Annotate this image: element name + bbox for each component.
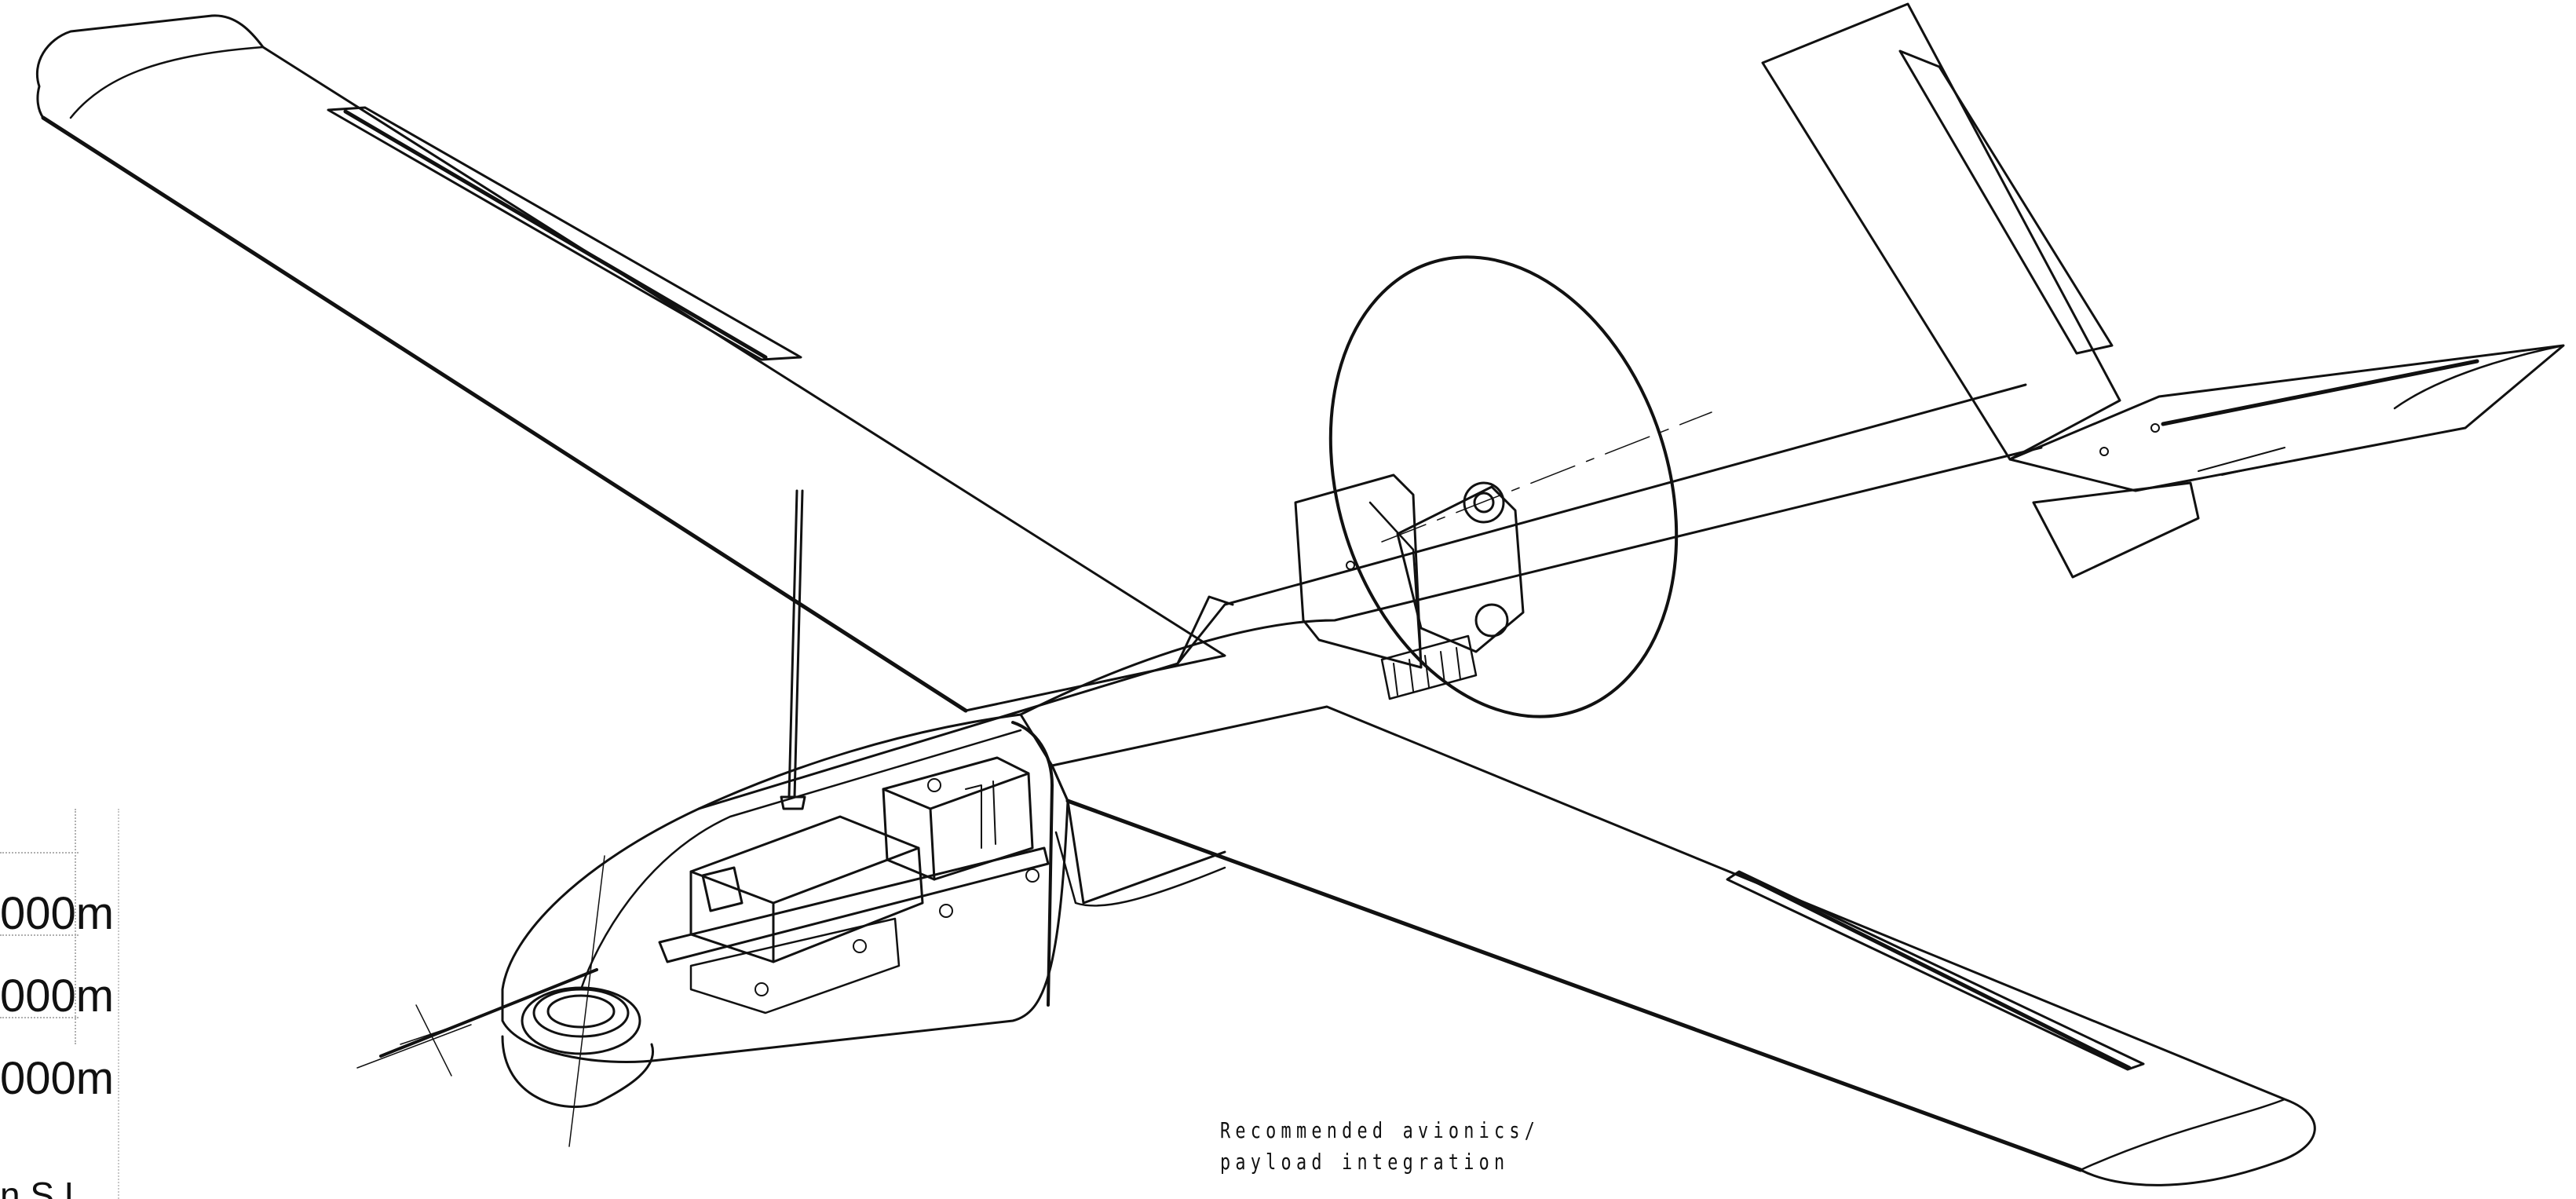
left-wing-leading-edge	[41, 115, 968, 713]
gimbal-ring-inner	[546, 994, 616, 1029]
tail-boom-ridge	[1176, 595, 1234, 665]
elevator-surface	[2161, 359, 2479, 426]
tail-assembly	[1761, 2, 2565, 579]
gimbal-dome	[501, 1035, 654, 1109]
right-aileron	[1726, 870, 2145, 1071]
altitude-footer: n S.L.	[0, 1175, 95, 1199]
pusher-engine	[1294, 473, 1525, 700]
payload-bay-cutout	[1054, 831, 1226, 907]
avionics-box-3	[689, 917, 901, 1014]
tail-boom-upper	[697, 383, 2027, 810]
nose-gimbal-camera	[356, 855, 654, 1147]
left-wingtip-line	[69, 46, 265, 119]
caption-line-2: payload integration	[1220, 1149, 1510, 1175]
nose-outline	[501, 713, 1069, 1064]
left-wing-outline	[35, 14, 1226, 712]
horizontal-stabilizer	[2008, 344, 2565, 492]
altitude-row-3: 000m	[0, 1053, 115, 1104]
gimbal-axis-line	[568, 855, 605, 1147]
propeller-disc	[1328, 255, 1679, 718]
gimbal-ring-outer	[532, 988, 630, 1038]
antenna	[780, 489, 806, 810]
right-wing-root-fairing	[1066, 799, 1226, 905]
avionics-caption: Recommended avionics/ payload integratio…	[1220, 1115, 1540, 1178]
avionics-boxes	[658, 756, 1050, 1014]
altitude-row-2: 000m	[0, 971, 115, 1022]
ventral-fin	[2032, 481, 2200, 579]
avionics-tray	[658, 846, 1050, 963]
bulkhead-frame	[1011, 721, 1054, 1007]
altitude-legend: 000m 000m 000m n S.L.	[0, 809, 119, 1199]
propeller-axis	[1381, 411, 1712, 543]
right-wing-leading-edge	[1065, 799, 2083, 1172]
right-wing	[1050, 705, 2316, 1186]
rudder-surface	[1898, 49, 2114, 355]
left-aileron	[327, 106, 802, 361]
tail-boom-lower	[1019, 446, 2043, 716]
connector-block	[701, 866, 744, 912]
legend-guide-line	[75, 809, 76, 1044]
altitude-row-1: 000m	[0, 888, 115, 939]
caption-line-1: Recommended avionics/	[1220, 1117, 1540, 1143]
avionics-box-2	[882, 756, 1034, 881]
right-wingtip-line	[2079, 1098, 2286, 1172]
legend-guide-line	[0, 852, 79, 854]
right-wing-outline	[1050, 705, 2316, 1186]
fuselage	[501, 383, 2043, 1064]
canopy-edge	[579, 729, 1022, 991]
engine-block	[1396, 485, 1525, 653]
vertical-stabilizer	[1761, 2, 2121, 461]
legend-guide-line	[0, 934, 79, 936]
left-wing	[35, 14, 1226, 713]
legend-guide-line	[0, 1017, 79, 1018]
nose-pitot-tube	[379, 968, 598, 1058]
